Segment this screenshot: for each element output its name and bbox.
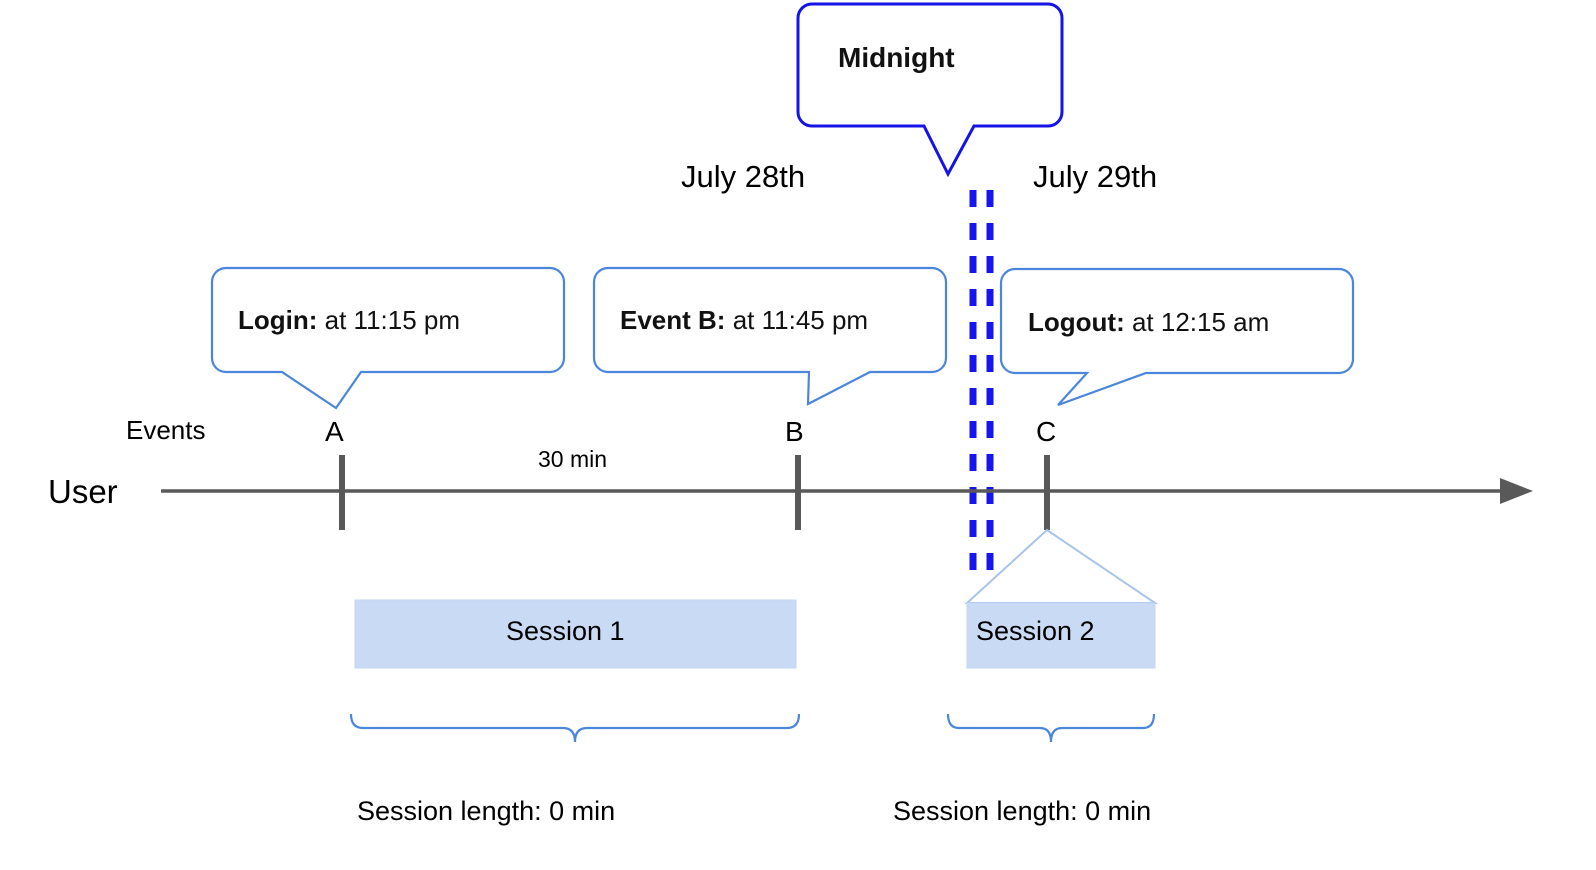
session-2-length-label: Session length: 0 min: [893, 796, 1152, 826]
eventb-callout-shape: [592, 266, 948, 406]
events-row-label: Events: [126, 415, 206, 445]
event-tick-label-b: B: [785, 416, 804, 447]
eventb-callout-bold-label: Event B:: [620, 305, 726, 335]
session-1-brace: [349, 713, 801, 743]
logout-callout-shape: [999, 267, 1355, 407]
eventb-callout-label: Event B: at 11:45 pm: [620, 305, 868, 336]
midnight-callout-label: Midnight: [838, 42, 955, 73]
eventb-callout-time-label: at 11:45 pm: [725, 305, 869, 335]
midnight-dashed-lines: [969, 190, 994, 583]
event-tick-label-c: C: [1036, 416, 1057, 447]
login-callout-time-label: at 11:15 pm: [317, 305, 461, 335]
logout-callout-bold-label: Logout:: [1028, 307, 1125, 337]
user-row-label: User: [48, 473, 118, 510]
login-callout-label: Login: at 11:15 pm: [238, 305, 460, 336]
event-tick-label-a: A: [325, 416, 344, 447]
logout-callout-label: Logout: at 12:15 am: [1028, 307, 1269, 338]
login-callout-shape: [210, 266, 566, 410]
session-1-length-label: Session length: 0 min: [357, 796, 616, 826]
session-1-label: Session 1: [506, 616, 625, 646]
session-1-block: [354, 599, 797, 669]
session-2-brace: [946, 713, 1156, 743]
timeline-axis: [161, 478, 1533, 504]
gap-duration-label: 30 min: [538, 446, 608, 472]
login-callout-bold-label: Login:: [238, 305, 318, 335]
midnight-callout-shape: [796, 2, 1064, 178]
logout-callout-time-label: at 12:15 am: [1124, 307, 1270, 337]
date-label-left: July 28th: [681, 159, 806, 194]
session-2-label: Session 2: [976, 616, 1095, 646]
date-label-right: July 29th: [1033, 159, 1158, 194]
session-2-block: [964, 528, 1159, 669]
